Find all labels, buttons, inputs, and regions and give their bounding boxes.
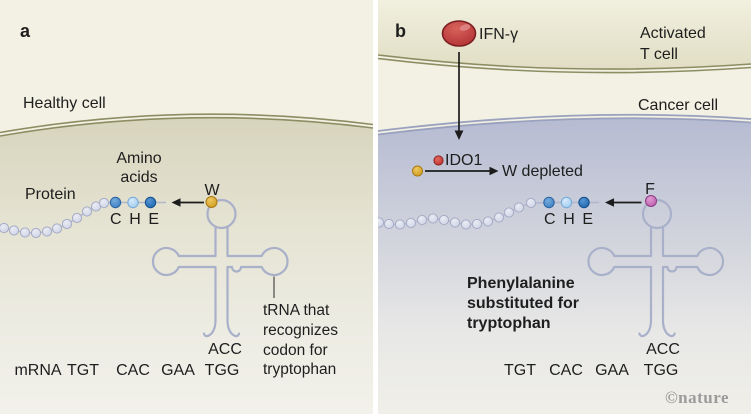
bead-histidine-b [560, 196, 573, 209]
codon-a-4: TGG [204, 362, 240, 379]
codon-a-2: CAC [116, 362, 150, 379]
anticodon-a: ACC [208, 341, 242, 358]
trna-caption: tRNA that recognizes codon for tryptopha… [263, 302, 338, 379]
ifn-signal-arrow [454, 52, 464, 140]
phenylalanine-letter: F [645, 181, 655, 198]
codon-a-1: TGT [67, 362, 99, 379]
healthy-cell-label: Healthy cell [23, 95, 106, 112]
trna-acceptor-loop-b [641, 198, 673, 230]
panel-b-label: b [395, 21, 406, 41]
ido1-label: IDO1 [445, 152, 483, 169]
amino-acids-label: Amino acids [116, 150, 162, 186]
trna-acceptor-loop [206, 198, 237, 230]
ido1-enzyme-dot [433, 155, 444, 166]
bead-cysteine-b [543, 196, 555, 209]
codon-a-3: GAA [161, 362, 195, 379]
amino-acid-transfer-arrow-b [605, 198, 642, 207]
bead-histidine [127, 196, 139, 209]
healthy-cell-membrane [0, 113, 373, 137]
panel-a-healthy-cell: a Healthy cell Protein Amino acids W C H… [0, 0, 373, 414]
cancer-cell-label: Cancer cell [638, 97, 719, 114]
substitution-note: Phenylalanine substituted for tryptophan [467, 275, 579, 332]
amino-acid-transfer-arrow [171, 198, 204, 207]
bead-phenylalanine [645, 195, 657, 207]
bead-glutamate [144, 196, 157, 209]
healthy-cell-body [0, 117, 373, 414]
bead-cysteine [109, 196, 122, 209]
anticodon-b: ACC [646, 341, 680, 358]
panel-b-cancer-cell: b IFN-γ Activated T cell Cancer cell IDO… [378, 0, 751, 414]
codon-b-1: TGT [504, 362, 536, 379]
tryptophan-free-bead [412, 165, 423, 177]
w-depleted-arrow [425, 166, 499, 176]
t-cell-membrane [378, 54, 751, 74]
panel-b-graphics [378, 0, 751, 414]
panel-a-graphics [0, 113, 373, 414]
mrna-label: mRNA [14, 362, 62, 379]
t-cell-body [378, 0, 751, 70]
bead-tryptophan [205, 196, 218, 208]
bead-glutamate-b [578, 196, 590, 209]
cancer-cell-body [378, 118, 751, 414]
chain-letters-b: C H E [544, 211, 595, 228]
protein-label: Protein [25, 186, 76, 203]
cancer-cell-membrane [378, 113, 751, 136]
nature-watermark: ©nature [664, 388, 729, 407]
chain-letters-a: C H E [110, 211, 161, 228]
panel-divider [373, 0, 378, 414]
codon-b-2: CAC [549, 362, 583, 379]
ifn-gamma-label: IFN-γ [479, 26, 519, 43]
protein-chain-beads [0, 197, 110, 239]
activated-t-cell-label: Activated T cell [640, 25, 706, 63]
protein-chain-string [0, 201, 166, 234]
codon-b-4: TGG [643, 362, 679, 379]
trna-cloverleaf-b [587, 198, 725, 338]
codon-b-3: GAA [595, 362, 629, 379]
protein-chain-beads-b [378, 197, 537, 230]
tryptophan-letter: W [204, 182, 220, 199]
trna-cloverleaf [151, 198, 289, 338]
w-depleted-label: W depleted [502, 163, 583, 180]
panel-a-label: a [20, 21, 31, 41]
ifn-gamma-molecule [441, 20, 477, 47]
